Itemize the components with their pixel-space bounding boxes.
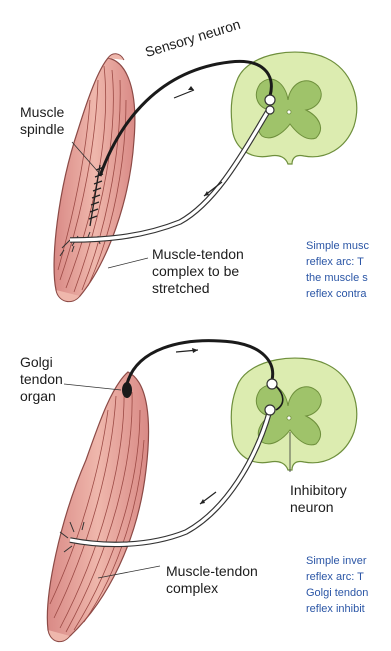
bottom-caption-line3: Golgi tendon [306, 585, 368, 601]
top-muscle-tendon-label-line2: complex to be [152, 263, 239, 280]
bottom-caption-line1: Simple inver [306, 553, 367, 569]
muscle-spindle-label-line1: Muscle [20, 104, 64, 121]
golgi-label-line3: organ [20, 388, 56, 405]
bottom-muscle-tendon-label-line2: complex [166, 580, 218, 597]
golgi-label-line2: tendon [20, 371, 63, 388]
bottom-muscle-tendon-label-line1: Muscle-tendon [166, 563, 258, 580]
muscle-spindle-label-line2: spindle [20, 121, 64, 138]
top-caption-line2: reflex arc: T [306, 254, 364, 270]
inhibitory-neuron-label-line2: neuron [290, 499, 334, 516]
bottom-muscle [47, 372, 148, 642]
golgi-tendon-organ [122, 382, 132, 398]
bottom-caption-line4: reflex inhibit [306, 601, 365, 617]
top-spinal-cord [231, 52, 356, 164]
top-caption-line1: Simple musc [306, 238, 369, 254]
inhibitory-neuron-label-line1: Inhibitory [290, 482, 347, 499]
top-muscle-tendon-label-line3: stretched [152, 280, 210, 297]
bottom-caption-line2: reflex arc: T [306, 569, 364, 585]
bottom-spinal-cord [231, 358, 356, 470]
golgi-label-line1: Golgi [20, 354, 53, 371]
top-muscle-tendon-label-line1: Muscle-tendon [152, 246, 244, 263]
top-caption-line4: reflex contra [306, 286, 367, 302]
top-afferent-arrow [174, 90, 194, 98]
top-caption-line3: the muscle s [306, 270, 368, 286]
